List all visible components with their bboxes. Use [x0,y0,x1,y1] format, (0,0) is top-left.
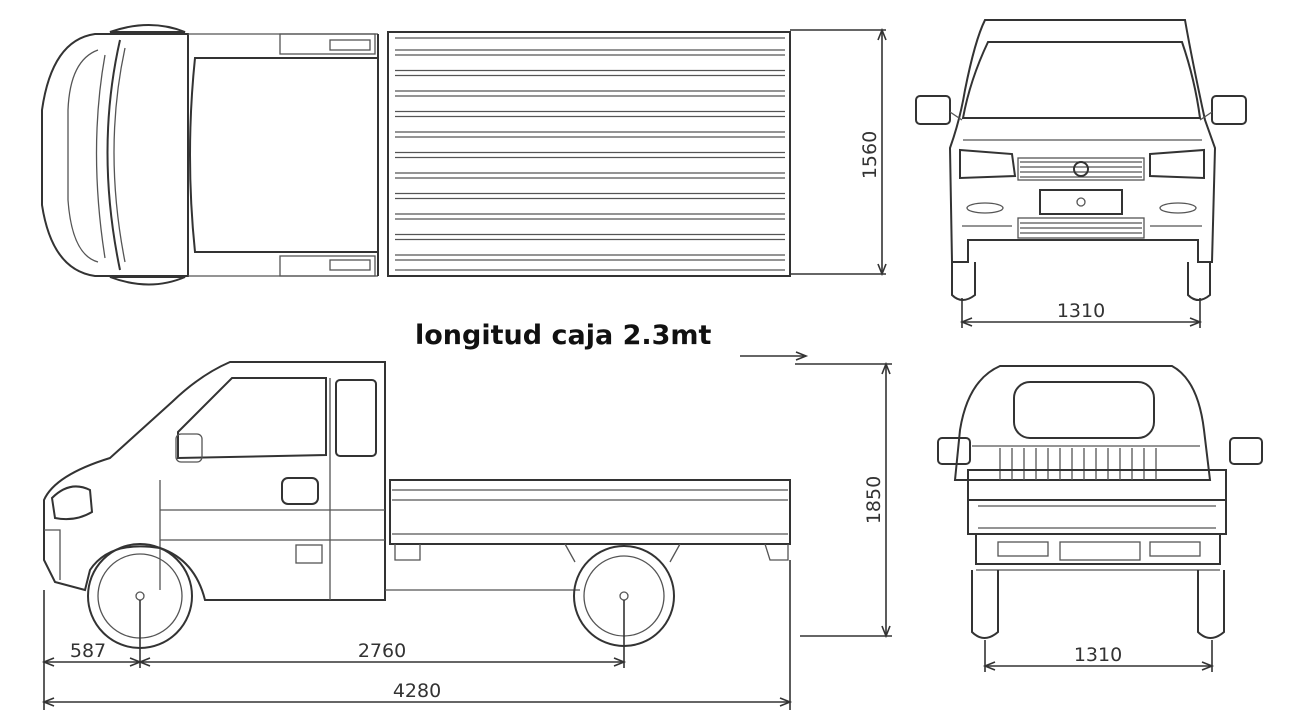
dim-rear-track: 1310 [1074,644,1122,666]
dim-height: 1850 [863,476,885,524]
dim-top-width: 1560 [859,131,881,179]
rear-view: 1310 [937,365,1263,672]
side-view: 1850 587 2760 4280 [41,361,892,710]
dim-wheelbase: 2760 [358,640,406,662]
top-view: 1560 [41,24,887,286]
dim-overall-length: 4280 [393,680,441,702]
caption-box-length: longitud caja 2.3mt [415,320,712,351]
front-view: 1310 [915,19,1247,328]
dim-front-track: 1310 [1057,300,1105,322]
dim-front-overhang: 587 [70,640,106,662]
